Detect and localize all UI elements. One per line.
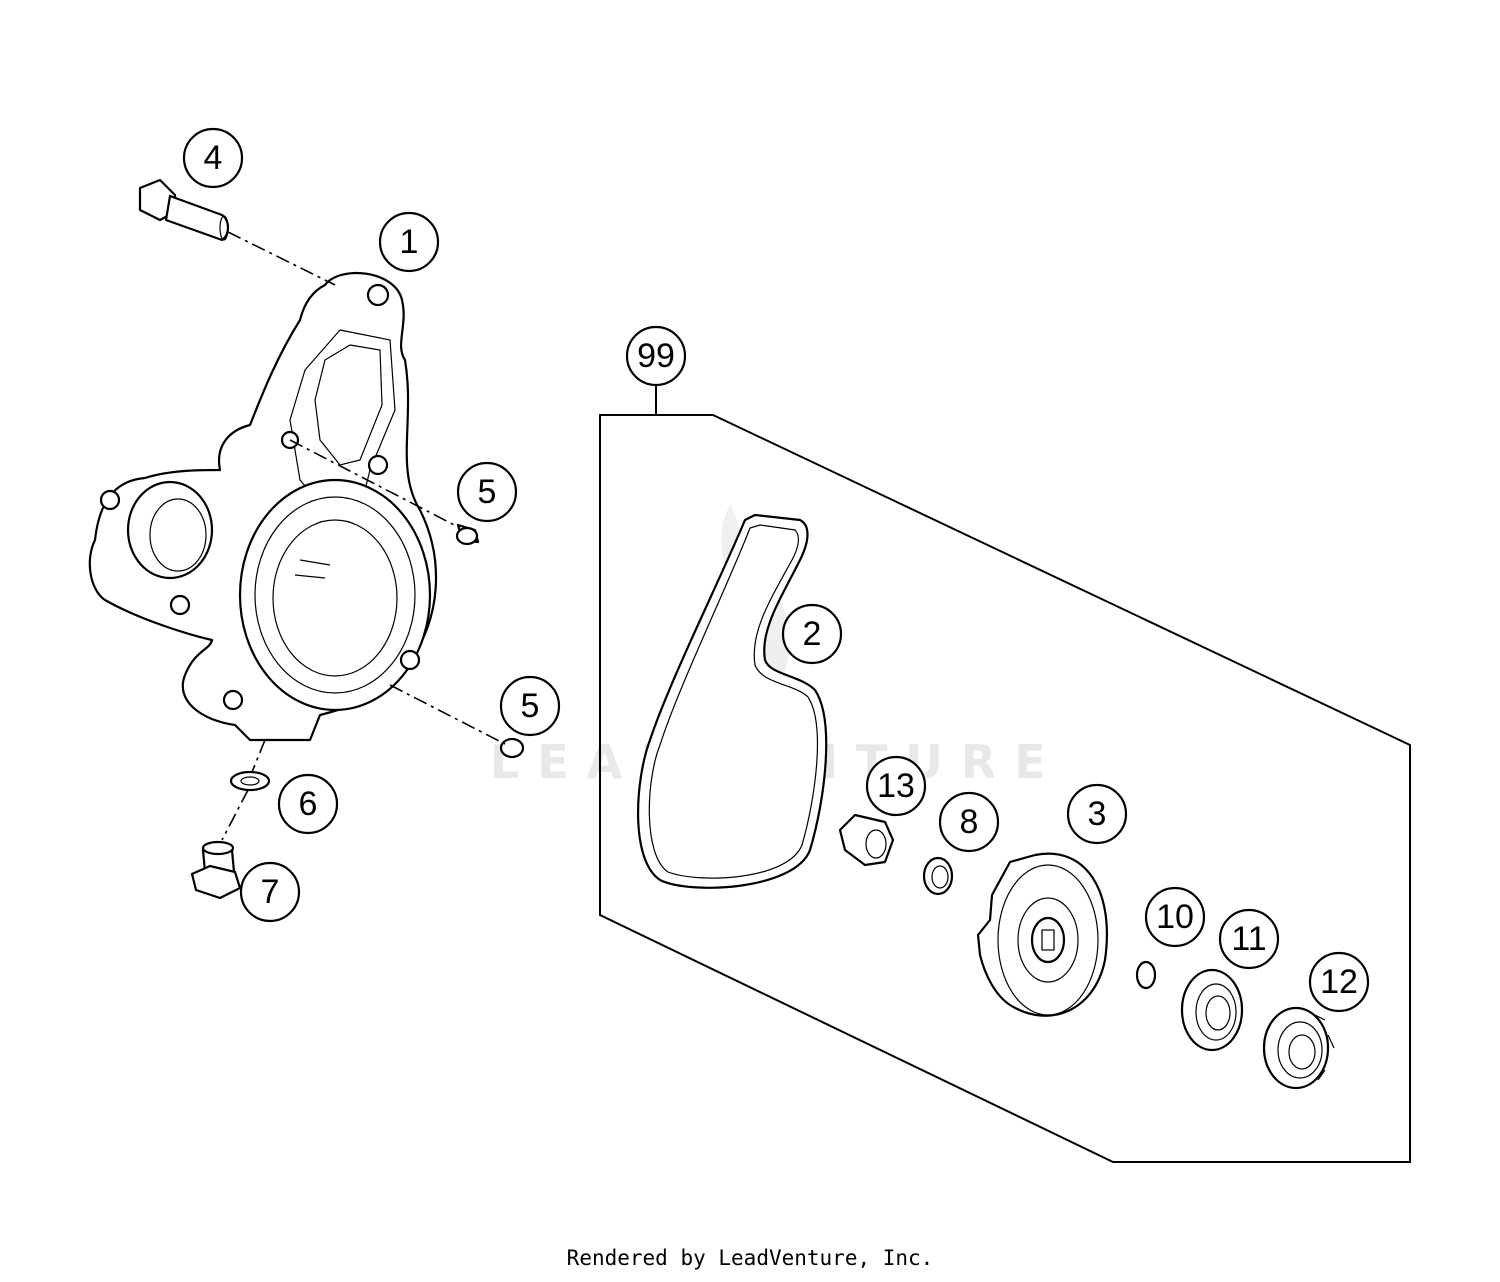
impeller-3 [976,852,1108,1017]
drain-screw-7 [190,840,242,900]
callout-3: 3 [1066,783,1128,845]
callout-2: 2 [781,603,843,665]
callout-4-label: 4 [204,139,223,177]
nut-13 [838,813,895,867]
o-ring-10 [1135,960,1157,990]
callout-7: 7 [239,861,301,923]
callout-5-lower: 5 [499,675,561,737]
kit-99-boundary [599,385,1411,1163]
callout-4: 4 [182,127,244,189]
callout-5-upper: 5 [456,461,518,523]
callout-99: 99 [625,325,687,387]
callout-5-upper-label: 5 [478,473,497,511]
callout-8: 8 [938,791,1000,853]
dowel-pin-5-lower [499,737,525,759]
dowel-pin-5-upper [455,523,480,546]
callout-6: 6 [277,773,339,835]
gasket-2 [636,513,828,889]
callout-11: 11 [1218,908,1280,970]
callout-11-label: 11 [1231,920,1266,958]
callout-1: 1 [378,211,440,273]
water-pump-cover [88,271,438,742]
bolt-4 [138,178,230,242]
footer-credit: Rendered by LeadVenture, Inc. [566,1246,934,1270]
callout-13: 13 [865,755,927,817]
callout-1-label: 1 [400,223,419,261]
callout-10-label: 10 [1156,898,1194,936]
callout-7-label: 7 [261,873,280,911]
callout-99-label: 99 [637,337,675,375]
washer-6 [229,770,271,792]
callout-5-lower-label: 5 [521,687,540,725]
seal-ring-12 [1262,1006,1335,1090]
callout-6-label: 6 [299,785,318,823]
ring-8 [922,856,954,896]
callout-13-label: 13 [877,767,915,805]
callout-12-label: 12 [1320,963,1358,1001]
callout-3-label: 3 [1088,795,1107,833]
shaft-seal-11 [1180,968,1244,1052]
callout-12: 12 [1308,951,1370,1013]
callout-10: 10 [1144,886,1206,948]
callout-2-label: 2 [803,615,822,653]
callout-8-label: 8 [960,803,979,841]
